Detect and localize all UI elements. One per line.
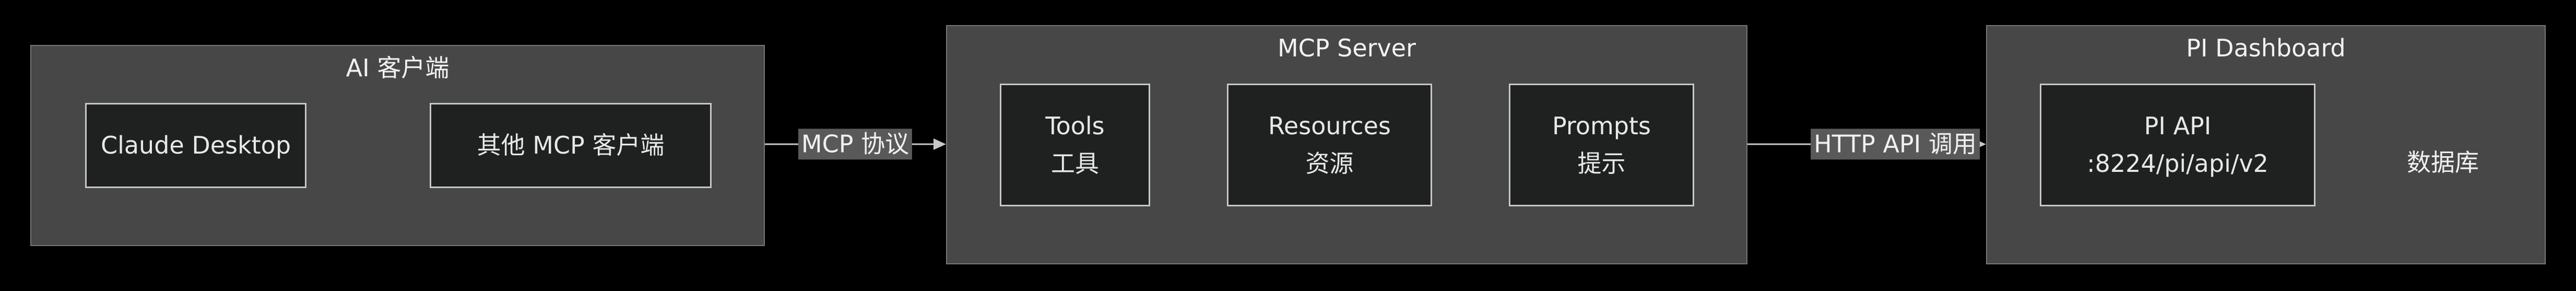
node-label-line1: Prompts — [1552, 112, 1651, 141]
edge-label-http-api-call: HTTP API 调用 — [1811, 129, 1980, 160]
node-label-line1: Resources — [1268, 112, 1391, 141]
node-prompts[interactable]: Prompts 提示 — [1509, 84, 1694, 206]
node-resources[interactable]: Resources 资源 — [1227, 84, 1432, 206]
edge-label-mcp-protocol: MCP 协议 — [798, 129, 913, 160]
node-tools[interactable]: Tools 工具 — [1000, 84, 1150, 206]
node-label-line2: 资源 — [1305, 149, 1354, 178]
node-label-line2: 工具 — [1051, 149, 1099, 178]
group-title-mcp-server: MCP Server — [1277, 34, 1416, 62]
node-label-line1: PI API — [2144, 112, 2212, 141]
node-label: 其他 MCP 客户端 — [477, 131, 665, 159]
group-title-pi-dashboard: PI Dashboard — [2186, 34, 2346, 62]
group-title-ai-client: AI 客户端 — [346, 54, 450, 82]
node-label: Claude Desktop — [100, 131, 291, 159]
arrowhead-mcp-server — [933, 138, 946, 150]
node-other-mcp-client[interactable]: 其他 MCP 客户端 — [430, 103, 712, 188]
node-claude-desktop[interactable]: Claude Desktop — [85, 103, 306, 188]
node-label-line2: 提示 — [1577, 149, 1626, 178]
node-pi-api[interactable]: PI API :8224/pi/api/v2 — [2040, 84, 2315, 206]
node-label-line2: :8224/pi/api/v2 — [2087, 149, 2268, 178]
node-database-label: 数据库 — [2407, 148, 2479, 177]
node-label-line1: Tools — [1045, 112, 1105, 141]
